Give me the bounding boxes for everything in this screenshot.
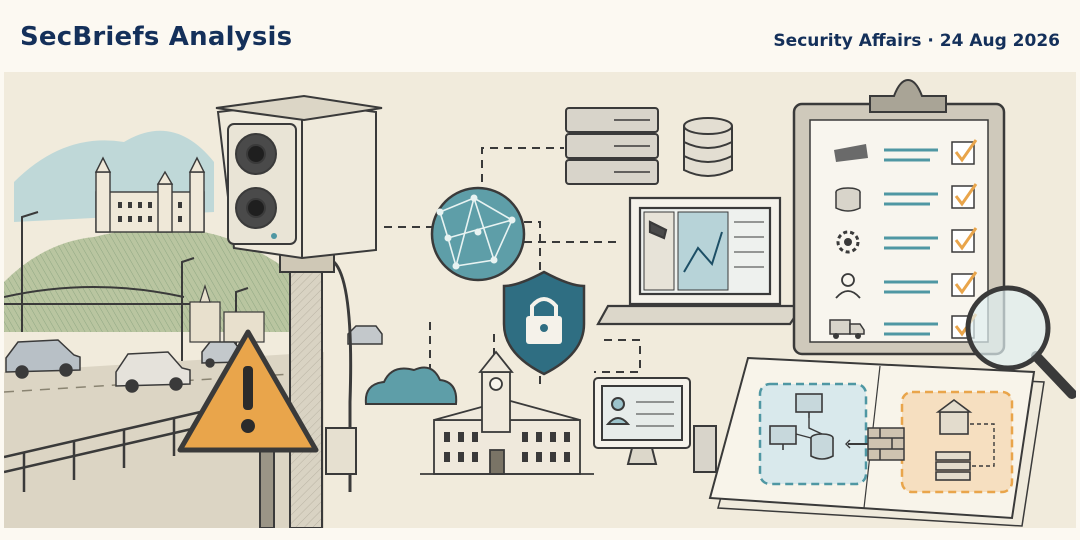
network-globe-icon xyxy=(430,186,526,282)
network-diagram-documents xyxy=(708,356,1045,527)
warning-sign-icon xyxy=(177,329,319,528)
database-icon xyxy=(683,117,733,177)
article-meta: Security Affairs · 24 Aug 2026 xyxy=(773,31,1060,51)
article-category[interactable]: Security Affairs xyxy=(773,31,922,51)
illustration-canvas xyxy=(4,78,1076,528)
article-date: 24 Aug 2026 xyxy=(939,31,1060,51)
town-hall-icon xyxy=(420,350,594,475)
site-brand[interactable]: SecBriefs Analysis xyxy=(20,22,293,52)
checklist-rows xyxy=(829,139,978,339)
city-scene xyxy=(4,130,383,528)
traffic-camera xyxy=(215,94,383,528)
highway-cars xyxy=(5,325,383,393)
desktop-computer-icon xyxy=(593,377,717,473)
server-rack-icon xyxy=(565,107,659,185)
laptop-map-icon xyxy=(596,196,805,326)
network-connectors xyxy=(384,147,641,396)
magnifying-glass-icon xyxy=(965,285,1076,399)
hero-illustration xyxy=(4,72,1076,528)
firewall-icon xyxy=(867,427,905,461)
header-bar: SecBriefs Analysis Security Affairs · 24… xyxy=(0,0,1080,72)
cloud-icon xyxy=(364,366,458,405)
shield-lock-icon xyxy=(502,270,586,376)
castle-hill xyxy=(94,156,206,233)
clipboard-checklist-icon xyxy=(792,78,1006,356)
meta-separator: · xyxy=(921,31,940,51)
